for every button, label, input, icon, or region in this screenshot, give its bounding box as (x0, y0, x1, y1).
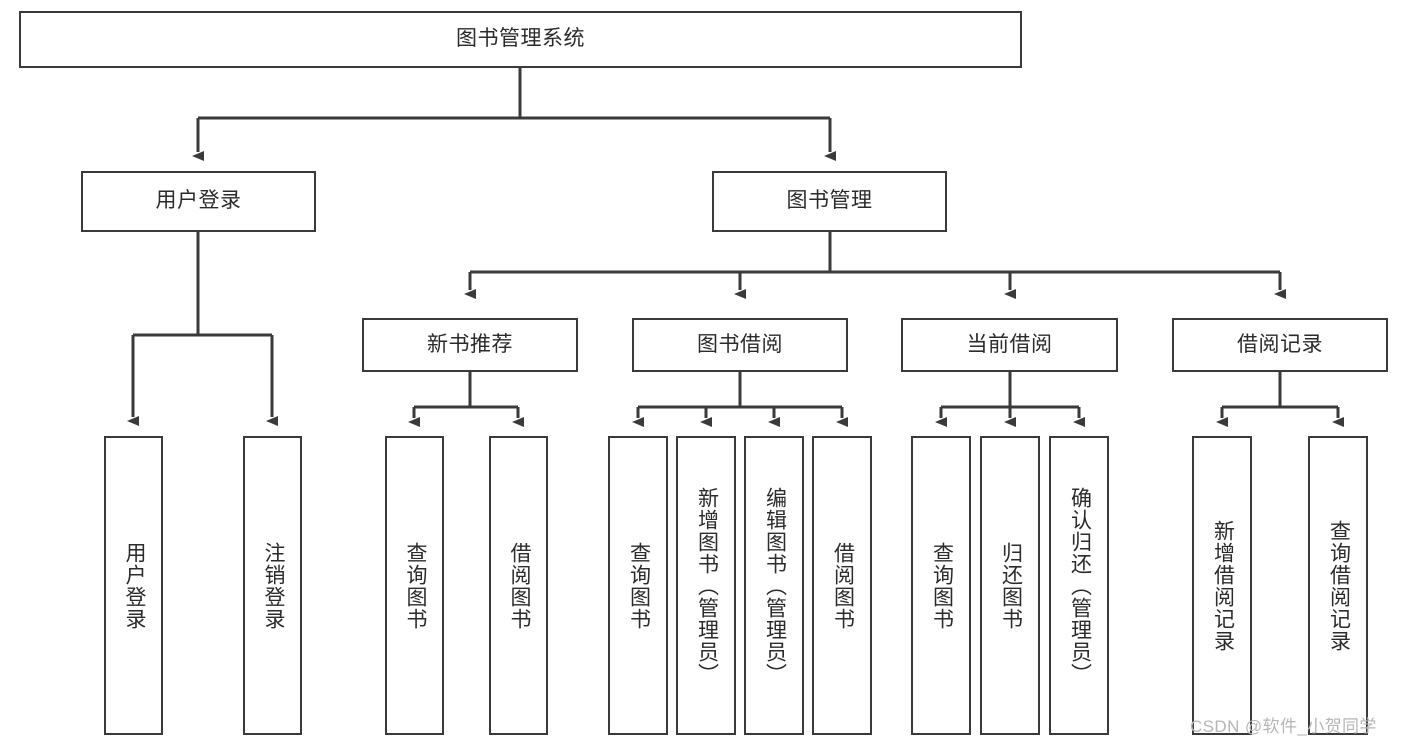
leaf-logout-login-label: 注销登录 (261, 541, 285, 630)
leaf-add-borrow-record[interactable]: 新增借阅记录 (1192, 436, 1252, 735)
leaf-query-borrow-record-label: 查询借阅记录 (1327, 519, 1351, 652)
leaf-confirm-return-admin[interactable]: 确认归还（管理员） (1049, 436, 1109, 735)
leaf-user-login-label: 用户登录 (122, 541, 146, 630)
node-book-management[interactable]: 图书管理 (712, 171, 947, 232)
node-book-borrow[interactable]: 图书借阅 (632, 318, 848, 372)
node-new-book-recommend[interactable]: 新书推荐 (362, 318, 578, 372)
node-user-login[interactable]: 用户登录 (81, 171, 316, 232)
node-current-borrow[interactable]: 当前借阅 (901, 318, 1118, 372)
leaf-add-book-admin-label: 新增图书（管理员） (695, 486, 719, 685)
leaf-query-borrow-record[interactable]: 查询借阅记录 (1308, 436, 1368, 735)
leaf-edit-book-admin[interactable]: 编辑图书（管理员） (744, 436, 804, 735)
node-root[interactable]: 图书管理系统 (19, 11, 1022, 68)
leaf-query-book-current-label: 查询图书 (930, 541, 954, 630)
node-new-book-recommend-label: 新书推荐 (427, 332, 513, 356)
node-borrow-record[interactable]: 借阅记录 (1172, 318, 1388, 372)
leaf-logout-login[interactable]: 注销登录 (243, 436, 302, 735)
leaf-borrow-book-new-recommend[interactable]: 借阅图书 (489, 436, 548, 735)
node-book-management-label: 图书管理 (786, 189, 873, 213)
node-root-label: 图书管理系统 (456, 27, 585, 51)
leaf-user-login[interactable]: 用户登录 (104, 436, 163, 735)
csdn-watermark: CSDN @软件_小贺同学 (1190, 717, 1377, 736)
node-user-login-label: 用户登录 (155, 189, 242, 213)
node-book-borrow-label: 图书借阅 (697, 332, 783, 356)
leaf-borrow-book-borrow-label: 借阅图书 (831, 541, 855, 630)
leaf-add-borrow-record-label: 新增借阅记录 (1211, 519, 1235, 652)
leaf-return-book[interactable]: 归还图书 (980, 436, 1040, 735)
leaf-confirm-return-admin-label: 确认归还（管理员） (1068, 486, 1092, 685)
leaf-borrow-book-new-recommend-label: 借阅图书 (507, 541, 531, 630)
leaf-query-book-borrow[interactable]: 查询图书 (608, 436, 668, 735)
leaf-query-book-borrow-label: 查询图书 (627, 541, 651, 630)
leaf-query-book-current[interactable]: 查询图书 (911, 436, 971, 735)
leaf-edit-book-admin-label: 编辑图书（管理员） (763, 486, 787, 685)
leaf-add-book-admin[interactable]: 新增图书（管理员） (676, 436, 736, 735)
leaf-query-book-new-recommend-label: 查询图书 (403, 541, 427, 630)
leaf-query-book-new-recommend[interactable]: 查询图书 (385, 436, 444, 735)
node-current-borrow-label: 当前借阅 (966, 332, 1053, 356)
node-borrow-record-label: 借阅记录 (1237, 332, 1323, 356)
leaf-return-book-label: 归还图书 (999, 541, 1023, 630)
leaf-borrow-book-borrow[interactable]: 借阅图书 (812, 436, 872, 735)
